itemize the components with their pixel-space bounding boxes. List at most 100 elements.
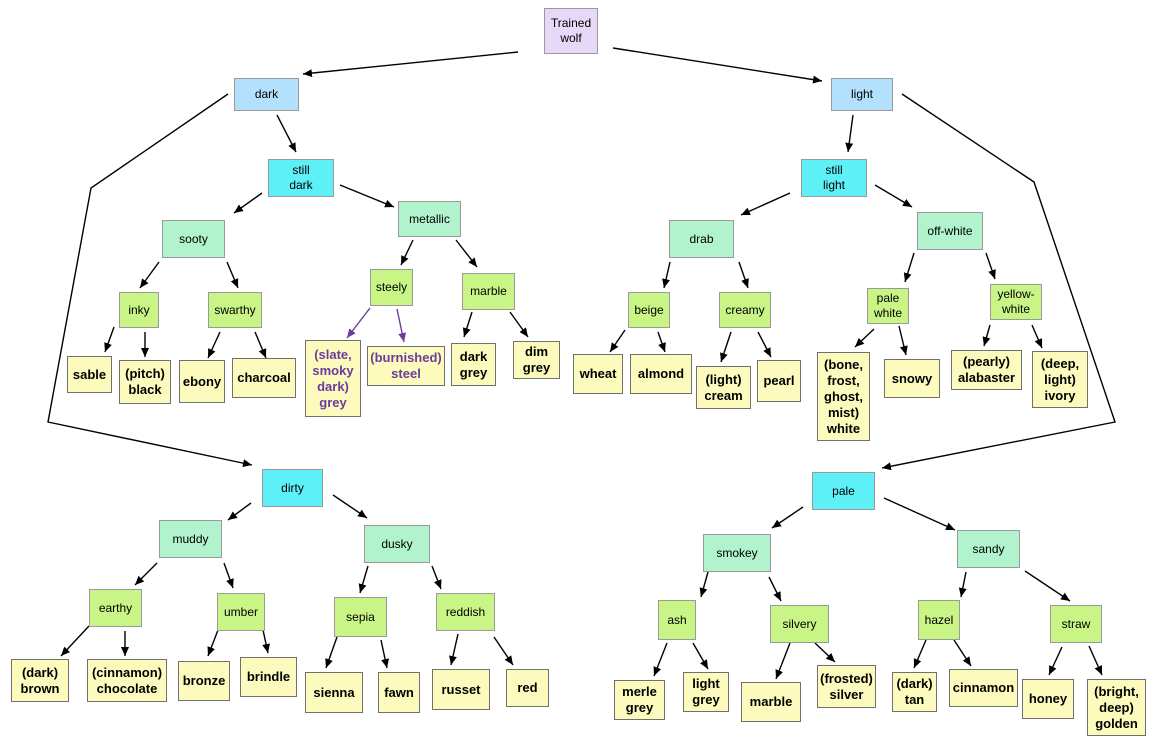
node-slate-grey: (slate, smoky dark) grey [305, 340, 361, 417]
edge-inky-to-sable [104, 326, 115, 353]
node-silvery: silvery [770, 605, 829, 643]
node-dark-brown: (dark) brown [11, 659, 69, 702]
edge-earthy-to-dark-brown [60, 625, 90, 657]
node-merle-grey: merle grey [614, 680, 665, 720]
node-root: Trained wolf [544, 8, 598, 54]
node-still-light: still light [801, 159, 867, 197]
node-honey: honey [1022, 679, 1074, 719]
node-snowy: snowy [884, 359, 940, 398]
edge-swarthy-to-charcoal [254, 331, 267, 359]
edge-light-to-pale [881, 93, 1116, 471]
node-fawn: fawn [378, 672, 420, 713]
edge-straw-to-honey [1048, 646, 1063, 676]
node-ivory: (deep, light) ivory [1032, 351, 1088, 408]
edge-umber-to-bronze [207, 629, 219, 657]
edge-off-white-to-yellow-white [985, 252, 996, 280]
node-inky: inky [119, 292, 159, 328]
node-metallic: metallic [398, 201, 461, 237]
node-bronze: bronze [178, 661, 230, 701]
edge-light-to-still-light [845, 114, 854, 153]
node-off-white: off-white [917, 212, 983, 250]
edge-creamy-to-light-cream [720, 331, 732, 363]
edge-dusky-to-sepia [358, 565, 369, 594]
node-chocolate: (cinnamon) chocolate [87, 659, 167, 702]
edge-sandy-to-straw [1024, 570, 1071, 602]
node-sepia: sepia [334, 597, 387, 637]
node-light-cream: (light) cream [696, 366, 751, 409]
node-bone-white: (bone, frost, ghost, mist) white [817, 352, 870, 441]
node-ebony: ebony [179, 360, 225, 403]
edge-hazel-to-cinnamon [953, 639, 972, 667]
node-dark-grey: dark grey [451, 343, 496, 386]
edge-still-dark-to-sooty [233, 192, 263, 214]
node-smokey: smokey [703, 534, 771, 572]
node-dark: dark [234, 78, 299, 111]
edge-ash-to-merle-grey [653, 642, 668, 677]
node-brindle: brindle [240, 657, 297, 697]
node-ash: ash [658, 600, 696, 640]
edge-still-dark-to-metallic [339, 184, 395, 208]
edge-dusky-to-reddish [431, 565, 442, 590]
node-almond: almond [630, 354, 692, 394]
edge-dirty-to-muddy [227, 502, 252, 521]
node-beige: beige [628, 292, 670, 328]
edge-marble-d-to-dark-grey [462, 311, 473, 338]
edge-sepia-to-fawn [380, 639, 390, 669]
edge-ash-to-light-grey [692, 642, 709, 670]
edge-steely-to-slate-grey [346, 307, 371, 339]
node-marble-s: marble [741, 682, 801, 722]
node-charcoal: charcoal [232, 358, 296, 398]
edge-sandy-to-hazel [958, 571, 967, 598]
edge-root-to-light [612, 47, 823, 84]
node-pearl: pearl [757, 360, 801, 402]
node-russet: russet [432, 669, 490, 710]
edge-marble-d-to-dim-grey [509, 311, 529, 338]
edge-muddy-to-umber [223, 562, 234, 589]
node-pale: pale [812, 472, 875, 510]
node-sienna: sienna [305, 672, 363, 713]
node-muddy: muddy [159, 520, 222, 558]
node-dirty: dirty [262, 469, 323, 507]
edge-dark-to-still-dark [276, 114, 297, 153]
edge-sooty-to-swarthy [226, 261, 239, 289]
node-golden: (bright, deep) golden [1087, 679, 1146, 736]
edge-dirty-to-dusky [332, 494, 368, 519]
node-wheat: wheat [573, 354, 623, 394]
node-sooty: sooty [162, 220, 225, 258]
node-frosted-silver: (frosted) silver [817, 665, 876, 708]
node-red: red [506, 669, 549, 707]
edge-beige-to-wheat [609, 329, 626, 353]
edge-muddy-to-earthy [134, 562, 158, 586]
node-umber: umber [217, 593, 265, 631]
edge-yellow-white-to-ivory [1031, 324, 1043, 349]
edge-metallic-to-marble-d [455, 239, 478, 268]
node-pale-white: pale white [867, 288, 909, 324]
node-hazel: hazel [918, 600, 960, 640]
edge-still-light-to-drab [740, 192, 791, 216]
node-still-dark: still dark [268, 159, 334, 197]
edge-silvery-to-frosted-silver [814, 642, 836, 663]
node-light: light [831, 78, 893, 111]
node-sandy: sandy [957, 530, 1020, 568]
edge-reddish-to-red [493, 636, 514, 666]
edge-yellow-white-to-alabaster [982, 324, 991, 347]
node-marble-d: marble [462, 273, 515, 310]
node-pitch-black: (pitch) black [119, 360, 171, 404]
edge-pale-to-smokey [771, 506, 804, 529]
edge-drab-to-creamy [738, 261, 749, 289]
edge-sepia-to-sienna [325, 636, 338, 669]
edge-umber-to-brindle [262, 629, 270, 654]
edge-drab-to-beige [662, 261, 671, 289]
node-dusky: dusky [364, 525, 430, 563]
node-reddish: reddish [436, 593, 495, 631]
node-drab: drab [669, 220, 734, 258]
edge-sooty-to-inky [139, 261, 160, 289]
edge-creamy-to-pearl [757, 331, 772, 358]
edge-smokey-to-silvery [768, 576, 782, 602]
node-cinnamon: cinnamon [949, 669, 1018, 707]
edge-pale-to-sandy [883, 497, 956, 531]
edge-straw-to-golden [1088, 645, 1103, 676]
node-earthy: earthy [89, 589, 142, 627]
node-yellow-white: yellow- white [990, 284, 1042, 320]
edge-still-light-to-off-white [874, 184, 913, 208]
